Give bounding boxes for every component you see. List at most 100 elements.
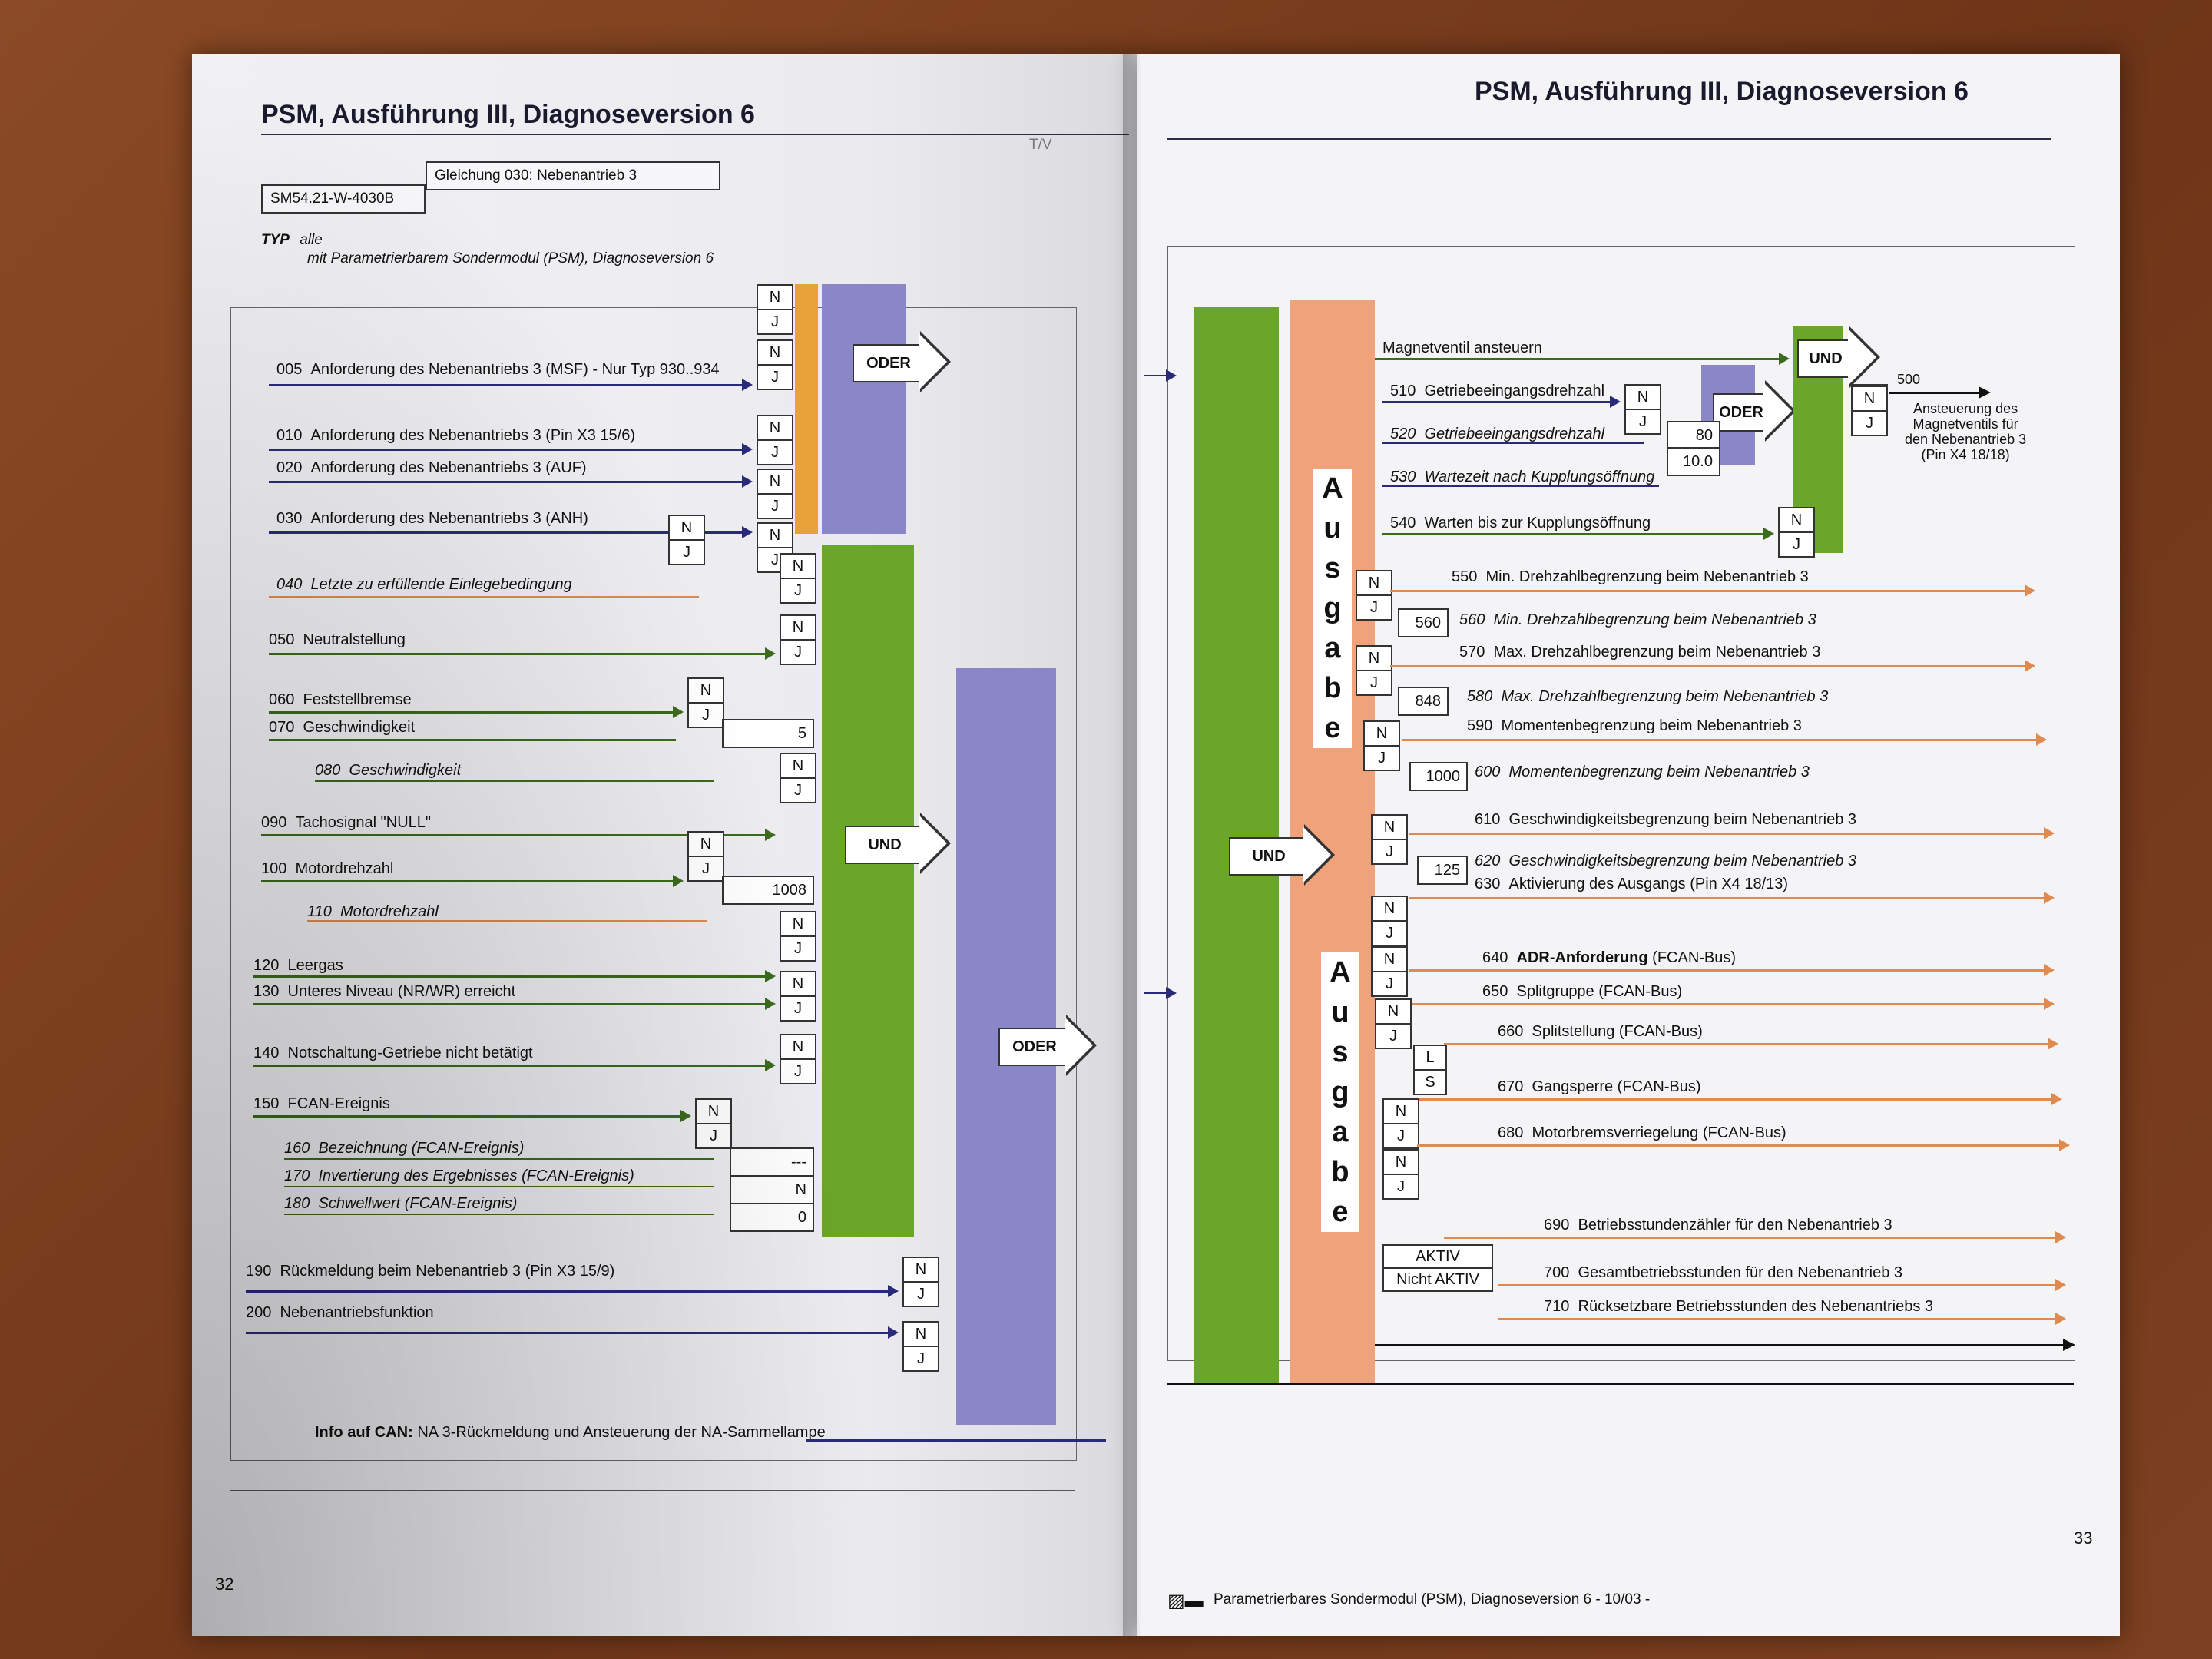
value-580: 848 (1398, 687, 1449, 716)
row-540: 540 Warten bis zur Kupplungsöffnung (1390, 515, 1651, 532)
ausgabe-letter: b (1331, 1156, 1349, 1188)
row-530-num: 530 (1390, 469, 1416, 485)
row-540-line (1382, 533, 1767, 535)
signal-010 (269, 449, 745, 451)
signal-070 (269, 739, 676, 741)
row-660: 660 Splitstellung (FCAN-Bus) (1498, 1023, 1703, 1041)
row-580: 580 Max. Drehzahlbegrenzung beim Nebenan… (1467, 688, 1828, 706)
typ-label: TYP (261, 232, 290, 248)
input-200-num: 200 (246, 1304, 272, 1321)
value-070: 5 (722, 719, 814, 748)
nj-n: N (792, 757, 804, 774)
right-header-rule (1167, 138, 2051, 140)
row-640-arrow (2044, 964, 2055, 976)
left-diagram-frame (230, 307, 1077, 1461)
input-140-text: Notschaltung-Getriebe nicht betätigt (287, 1045, 533, 1061)
input-180: 180 Schwellwert (FCAN-Ereignis) (284, 1195, 517, 1213)
row-690-text: Betriebsstundenzähler für den Nebenantri… (1578, 1217, 1892, 1233)
value-100: 1008 (722, 876, 814, 905)
input-070: 070 Geschwindigkeit (269, 719, 415, 737)
info-can-label: Info auf CAN: (315, 1424, 413, 1441)
signal-200 (246, 1332, 891, 1334)
row-710-text: Rücksetzbare Betriebsstunden des Nebenan… (1578, 1298, 1934, 1315)
info-can: Info auf CAN: NA 3-Rückmeldung und Anste… (315, 1424, 826, 1442)
left-page-header: PSM, Ausführung III, Diagnoseversion 6 (261, 100, 755, 129)
right-page-header: PSM, Ausführung III, Diagnoseversion 6 (1475, 77, 1969, 106)
input-090: 090 Tachosignal "NULL" (261, 814, 431, 832)
nj-n: N (707, 1103, 720, 1120)
arrow-150 (680, 1110, 691, 1122)
value-520: 80 (1667, 421, 1720, 450)
arrow-050 (765, 647, 776, 660)
right-footer-text: Parametrierbares Sondermodul (PSM), Diag… (1214, 1591, 1651, 1608)
row-700: 700 Gesamtbetriebsstunden für den Nebena… (1544, 1264, 1902, 1282)
value-600: 1000 (1409, 762, 1468, 791)
nj-j: J (781, 639, 815, 664)
nj-n: N (700, 836, 712, 853)
right-page-number: 33 (2074, 1528, 2093, 1548)
nj-j: J (904, 1346, 938, 1370)
output-500-line-1: Ansteuerung des (1913, 401, 2018, 416)
value-560: 560 (1398, 608, 1449, 637)
row-670-arrow (2051, 1093, 2062, 1105)
row-570-arrow (2025, 660, 2035, 672)
row-560-text: Min. Drehzahlbegrenzung beim Nebenantrie… (1493, 611, 1816, 628)
signal-090 (261, 834, 768, 836)
typ-value: alle (300, 232, 323, 248)
input-060-num: 060 (269, 691, 295, 708)
row-630: 630 Aktivierung des Ausgangs (Pin X4 18/… (1475, 876, 1788, 893)
input-050-text: Neutralstellung (303, 631, 406, 648)
row-560: 560 Min. Drehzahlbegrenzung beim Nebenan… (1459, 611, 1816, 629)
row-640: 640 ADR-Anforderung (FCAN-Bus) (1482, 949, 1736, 967)
row-680: 680 Motorbremsverriegelung (FCAN-Bus) (1498, 1124, 1786, 1142)
row-550: 550 Min. Drehzahlbegrenzung beim Nebenan… (1452, 568, 1809, 586)
signal-100 (261, 880, 676, 882)
output-500-num: 500 (1897, 372, 1921, 387)
nj-j: J (758, 309, 792, 333)
nj-n: N (792, 975, 804, 992)
nj-j: J (781, 935, 815, 960)
value-620: 125 (1417, 856, 1468, 885)
nj-n: N (915, 1326, 927, 1343)
row-690: 690 Betriebsstundenzähler für den Nebena… (1544, 1217, 1892, 1234)
row-570-text: Max. Drehzahlbegrenzung beim Nebenantrie… (1493, 644, 1821, 661)
ausgabe-letter: A (1322, 472, 1343, 505)
input-050-num: 050 (269, 631, 295, 648)
equation-box: Gleichung 030: Nebenantrieb 3 (426, 161, 720, 190)
input-090-num: 090 (261, 814, 287, 831)
row-640-text: (FCAN-Bus) (1652, 949, 1737, 966)
input-080: 080 Geschwindigkeit (315, 762, 461, 780)
input-140: 140 Notschaltung-Getriebe nicht betätigt (253, 1045, 533, 1062)
ausgabe-letter: s (1324, 552, 1341, 584)
subtitle: mit Parametrierbarem Sondermodul (PSM), … (307, 250, 714, 267)
nj-j: J (758, 547, 792, 571)
arrow-060 (673, 706, 684, 718)
gate-oder-1: ODER (853, 344, 925, 382)
nj-n: N (700, 682, 712, 699)
row-590: 590 Momentenbegrenzung beim Nebenantrieb… (1467, 717, 1802, 735)
input-100-text: Motordrehzahl (295, 860, 394, 877)
gate-und-main: UND (1229, 837, 1309, 876)
input-150: 150 FCAN-Ereignis (253, 1095, 390, 1113)
row-520-line (1382, 442, 1644, 444)
input-170-text: Invertierung des Ergebnisses (FCAN-Ereig… (318, 1167, 634, 1184)
ausgabe-letter: a (1332, 1116, 1349, 1148)
left-page-number: 32 (215, 1575, 234, 1594)
input-010-num: 010 (276, 427, 303, 444)
row-520-num: 520 (1390, 426, 1416, 442)
nj-n: N (1395, 1154, 1407, 1171)
row-630-arrow (2044, 892, 2055, 904)
top-signal-line (1375, 358, 1782, 360)
nj-n: N (1637, 389, 1649, 406)
right-diagram-frame (1167, 246, 2075, 1361)
row-520-text: Getriebeeingangsdrehzahl (1424, 426, 1605, 442)
nj-j: J (1384, 1174, 1418, 1198)
input-060: 060 Feststellbremse (269, 691, 412, 709)
